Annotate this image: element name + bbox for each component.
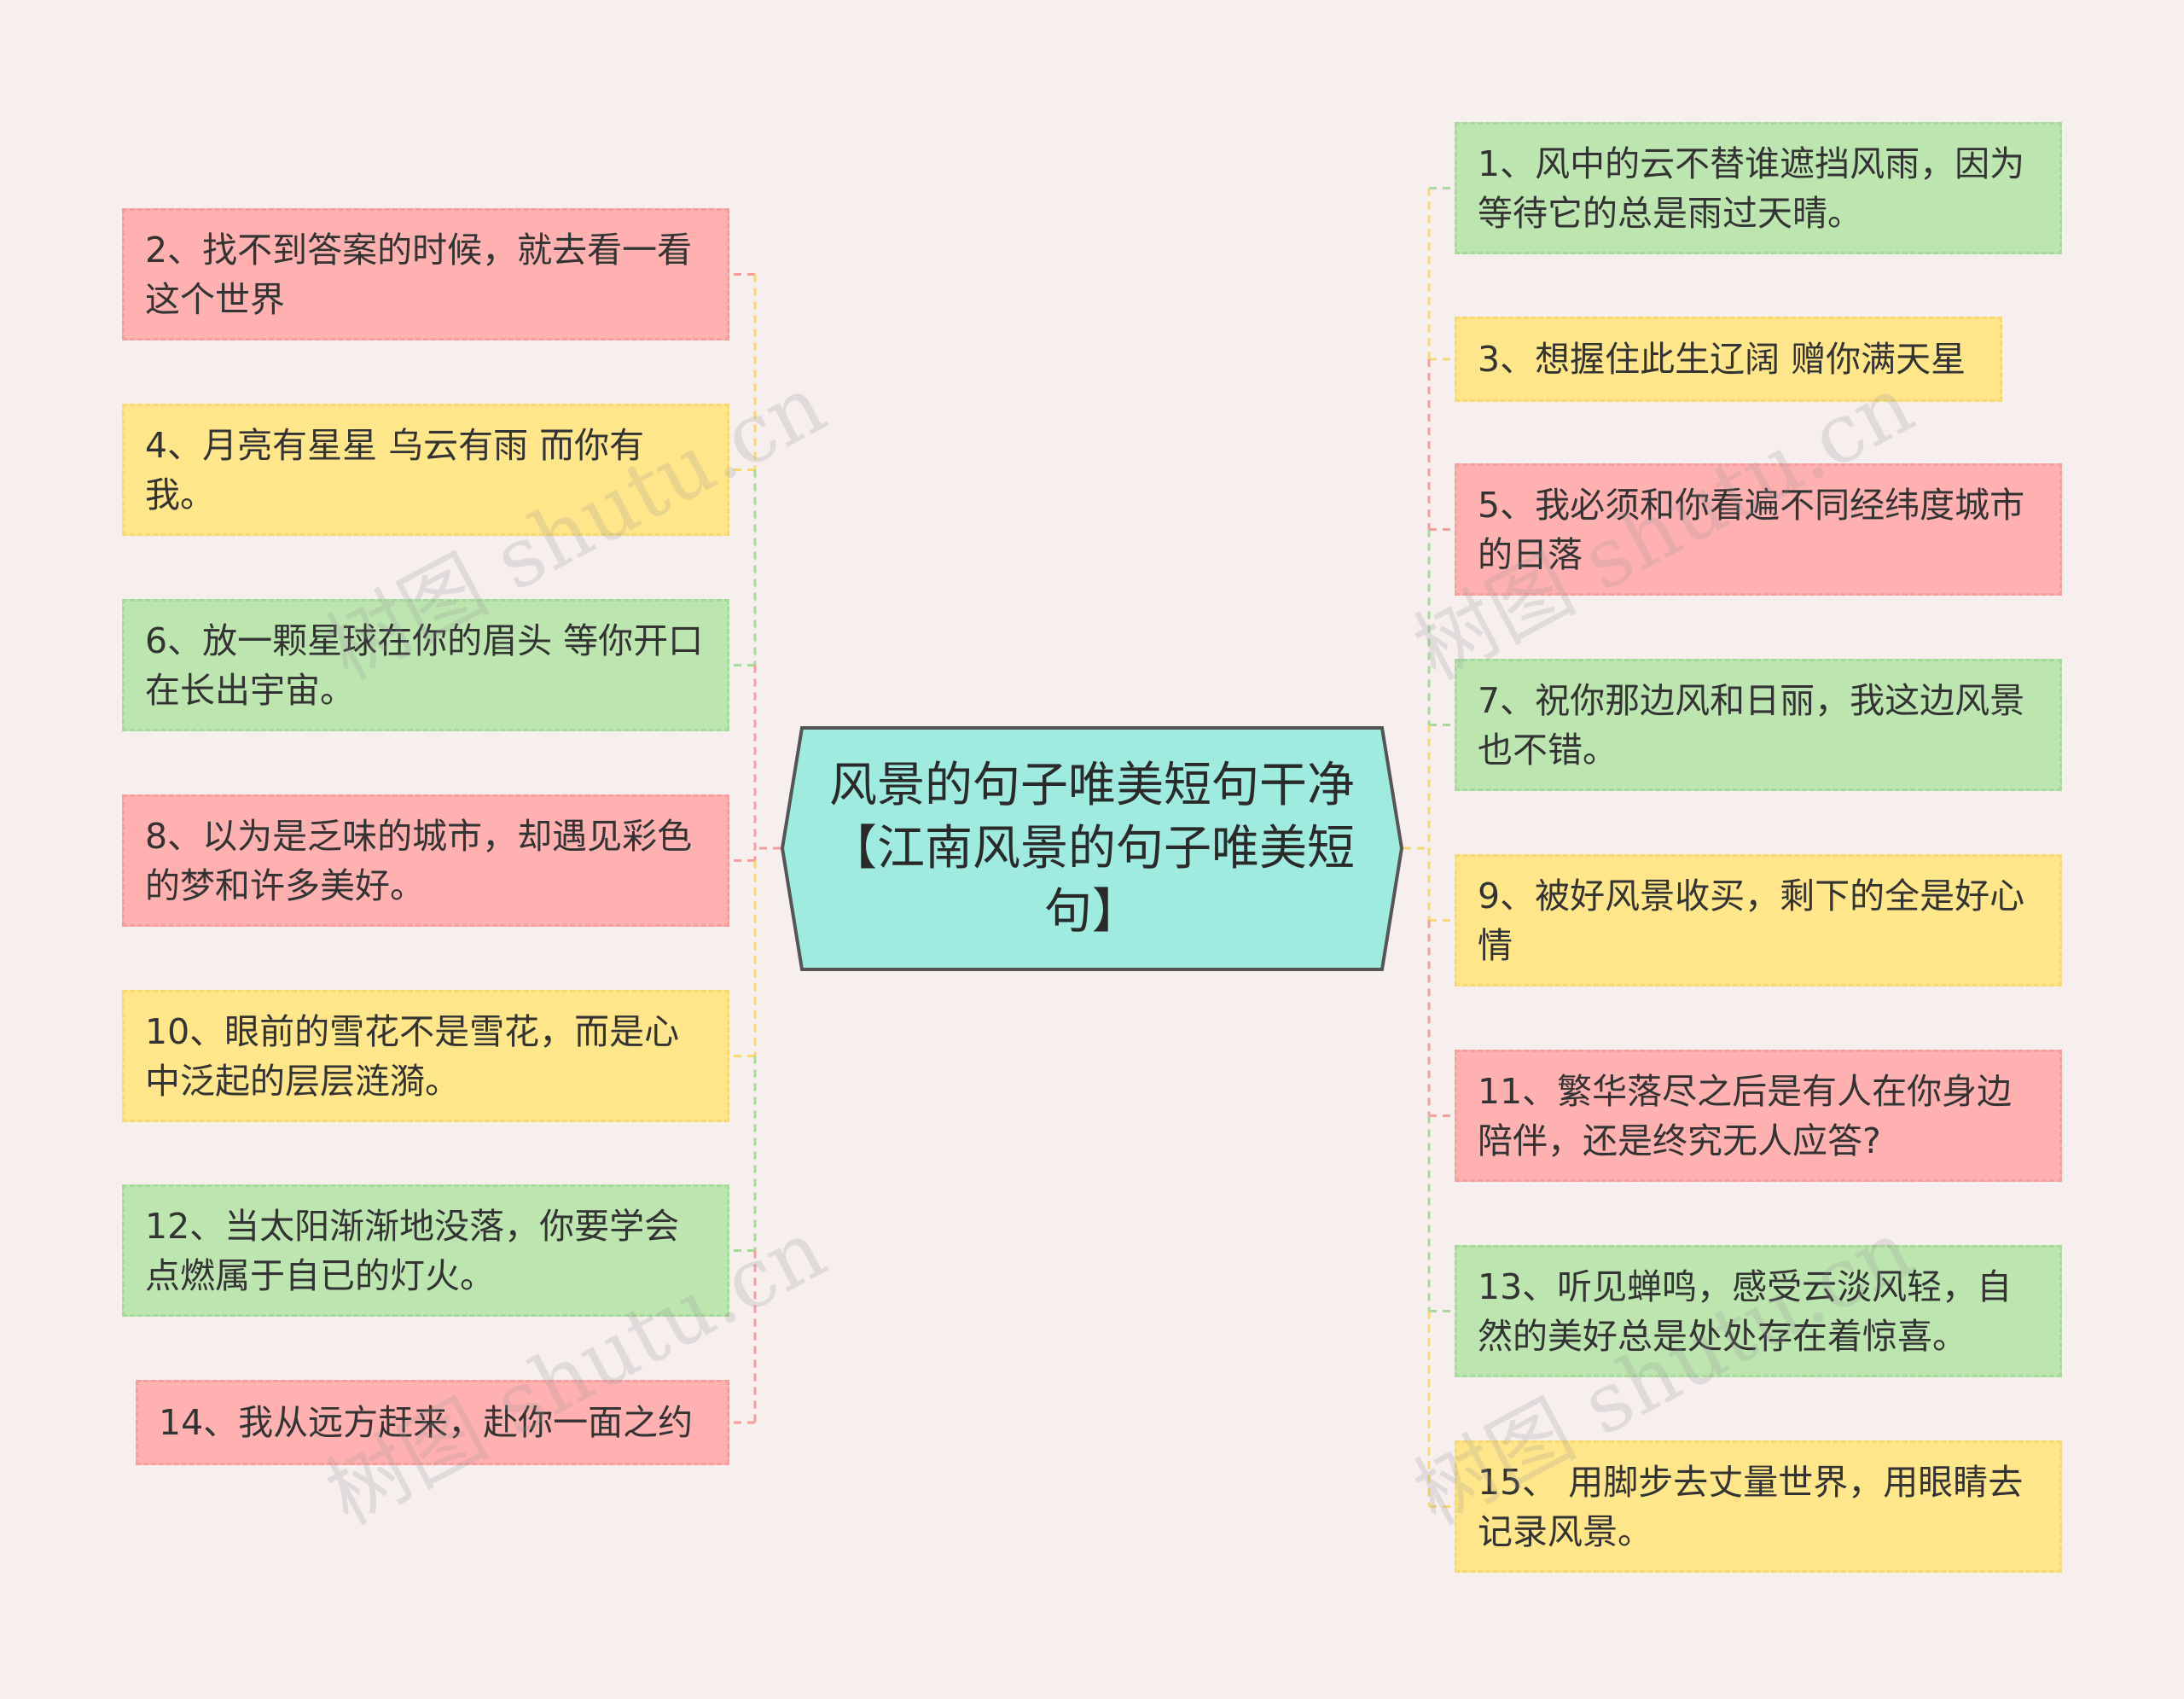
topic-text: 7、祝你那边风和日丽，我这边风景也不错。 — [1478, 679, 2025, 771]
topic-text: 4、月亮有星星 乌云有雨 而你有我。 — [145, 424, 645, 515]
central-topic[interactable]: 风景的句子唯美短句干净【江南风景的句子唯美短句】 — [781, 726, 1403, 971]
topic-node[interactable]: 6、放一颗星球在你的眉头 等你开口在长出宇宙。 — [122, 599, 729, 731]
topic-node[interactable]: 9、被好风景收买，剩下的全是好心情 — [1455, 854, 2062, 986]
topic-text: 6、放一颗星球在你的眉头 等你开口在长出宇宙。 — [145, 620, 704, 711]
topic-text: 12、当太阳渐渐地没落，你要学会点燃属于自已的灯火。 — [145, 1205, 680, 1296]
topic-node[interactable]: 11、繁华落尽之后是有人在你身边陪伴，还是终究无人应答? — [1455, 1050, 2062, 1182]
topic-text: 11、繁华落尽之后是有人在你身边陪伴，还是终究无人应答? — [1478, 1070, 2013, 1161]
central-topic-label: 风景的句子唯美短句干净【江南风景的句子唯美短句】 — [829, 757, 1355, 940]
topic-text: 2、找不到答案的时候，就去看一看这个世界 — [145, 229, 693, 320]
central-topic-shape — [781, 726, 1403, 971]
topic-node[interactable]: 4、月亮有星星 乌云有雨 而你有我。 — [122, 404, 729, 536]
topic-node[interactable]: 7、祝你那边风和日丽，我这边风景也不错。 — [1455, 659, 2062, 791]
topic-text: 3、想握住此生辽阔 赠你满天星 — [1478, 339, 1966, 380]
topic-text: 1、风中的云不替谁遮挡风雨，因为等待它的总是雨过天晴。 — [1478, 143, 2025, 234]
topic-text: 10、眼前的雪花不是雪花，而是心中泛起的层层涟漪。 — [145, 1010, 680, 1102]
topic-text: 5、我必须和你看遍不同经纬度城市的日落 — [1478, 484, 2025, 575]
topic-text: 9、被好风景收买，剩下的全是好心情 — [1478, 875, 2025, 966]
topic-node[interactable]: 5、我必须和你看遍不同经纬度城市的日落 — [1455, 463, 2062, 596]
topic-node[interactable]: 14、我从远方赶来，赴你一面之约 — [136, 1380, 729, 1465]
topic-node[interactable]: 8、以为是乏味的城市，却遇见彩色的梦和许多美好。 — [122, 794, 729, 927]
topic-text: 14、我从远方赶来，赴你一面之约 — [159, 1402, 694, 1443]
topic-node[interactable]: 13、听见蝉鸣，感受云淡风轻，自然的美好总是处处存在着惊喜。 — [1455, 1245, 2062, 1377]
topic-node[interactable]: 3、想握住此生辽阔 赠你满天星 — [1455, 317, 2002, 402]
topic-node[interactable]: 1、风中的云不替谁遮挡风雨，因为等待它的总是雨过天晴。 — [1455, 122, 2062, 254]
topic-node[interactable]: 15、 用脚步去丈量世界，用眼睛去记录风景。 — [1455, 1440, 2062, 1573]
topic-node[interactable]: 2、找不到答案的时候，就去看一看这个世界 — [122, 208, 729, 340]
topic-text: 15、 用脚步去丈量世界，用眼睛去记录风景。 — [1478, 1461, 2024, 1552]
topic-text: 8、以为是乏味的城市，却遇见彩色的梦和许多美好。 — [145, 815, 693, 906]
topic-node[interactable]: 10、眼前的雪花不是雪花，而是心中泛起的层层涟漪。 — [122, 990, 729, 1122]
topic-text: 13、听见蝉鸣，感受云淡风轻，自然的美好总是处处存在着惊喜。 — [1478, 1266, 2013, 1357]
topic-node[interactable]: 12、当太阳渐渐地没落，你要学会点燃属于自已的灯火。 — [122, 1184, 729, 1317]
